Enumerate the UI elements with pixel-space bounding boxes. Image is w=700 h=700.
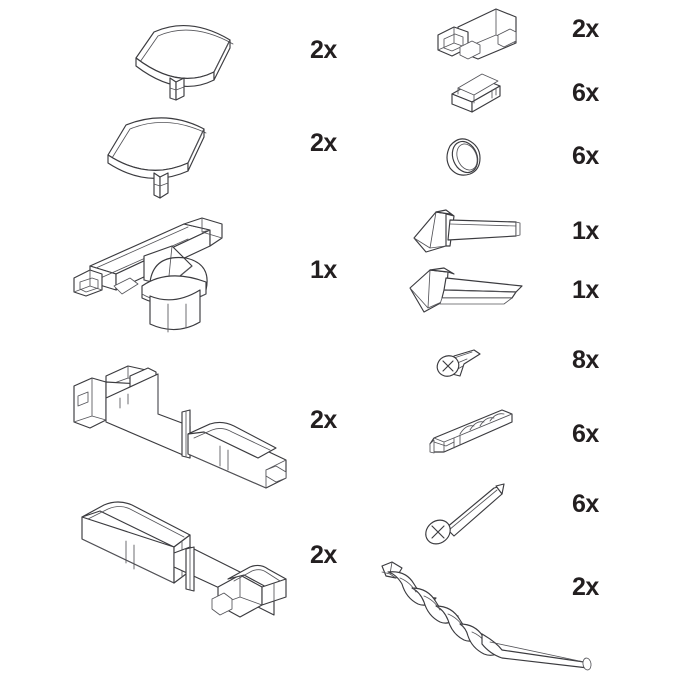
part-round-cap [440, 136, 486, 178]
part-hex-tool-b [404, 266, 530, 318]
part-block-connector [434, 5, 524, 65]
part-screw-short [434, 346, 484, 388]
quantity-rail-bracket-left: 2x [310, 406, 337, 434]
part-end-cap-lower [96, 103, 236, 199]
quantity-drill-bit: 2x [572, 573, 599, 601]
quantity-rail-bracket-right: 2x [310, 541, 337, 569]
part-hex-tool-a [406, 206, 526, 258]
quantity-hex-tool-a: 1x [572, 217, 599, 245]
quantity-screw-short: 8x [572, 346, 599, 374]
part-end-cap-upper [118, 10, 258, 101]
quantity-block-connector: 2x [572, 15, 599, 43]
quantity-round-cap: 6x [572, 142, 599, 170]
part-t-connector [72, 208, 232, 333]
quantity-wall-anchor: 6x [572, 420, 599, 448]
part-drill-bit [378, 558, 598, 671]
part-screw-long [418, 482, 508, 545]
quantity-end-cap-upper: 2x [310, 36, 337, 64]
part-wall-anchor [424, 408, 518, 456]
quantity-hex-tool-b: 1x [572, 276, 599, 304]
quantity-end-cap-lower: 2x [310, 129, 337, 157]
quantity-spacer-block: 6x [572, 79, 599, 107]
part-spacer-block [448, 72, 508, 118]
part-rail-bracket-left [70, 362, 300, 492]
quantity-screw-long: 6x [572, 490, 599, 518]
quantity-t-connector: 1x [310, 256, 337, 284]
part-rail-bracket-right [78, 487, 308, 622]
